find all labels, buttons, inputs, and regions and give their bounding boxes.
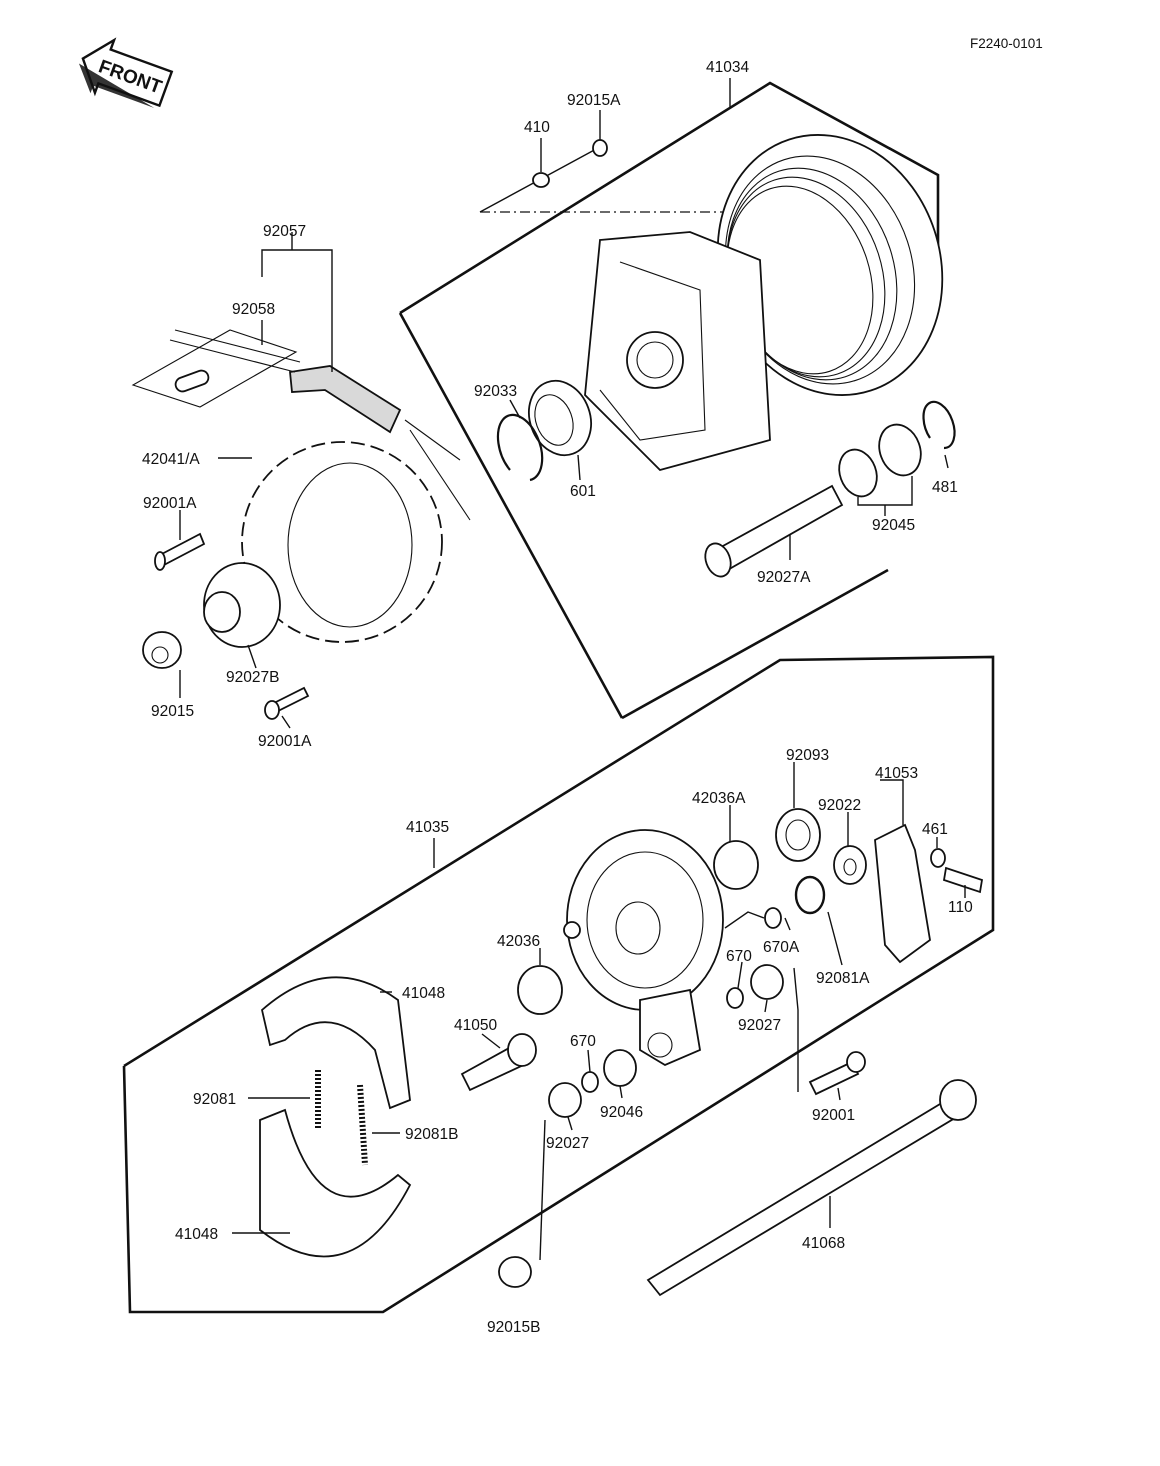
- label-110: 110: [948, 899, 973, 916]
- label-92081: 92081: [193, 1091, 236, 1108]
- brake-shoe-41048-bottom: [259, 1108, 412, 1258]
- label-41050: 41050: [454, 1017, 497, 1034]
- label-42036: 42036: [497, 933, 540, 950]
- label-92027B: 92027B: [226, 669, 279, 686]
- washer-461: [930, 848, 946, 868]
- washer-410: [532, 172, 550, 188]
- o-ring-670A: [764, 907, 782, 929]
- label-410: 410: [524, 119, 550, 136]
- label-670-right: 670: [726, 948, 752, 965]
- label-92015B: 92015B: [487, 1319, 540, 1336]
- spacer-92027A: [704, 484, 844, 578]
- collar-42036: [517, 965, 563, 1015]
- nut-92015: [142, 631, 182, 669]
- brake-shoe-41048-top: [261, 976, 411, 1110]
- label-41048-bottom: 41048: [175, 1226, 218, 1243]
- collar-92027B: [203, 562, 281, 648]
- circlip-481: [922, 400, 956, 450]
- nut-92015A: [592, 139, 608, 157]
- label-92046: 92046: [600, 1104, 643, 1121]
- axle-41068: [646, 1079, 977, 1297]
- label-92001A-top: 92001A: [143, 495, 197, 512]
- front-arrow: FRONT: [78, 37, 174, 108]
- label-92081B: 92081B: [405, 1126, 458, 1143]
- label-41034: 41034: [706, 59, 749, 76]
- label-92033: 92033: [474, 383, 517, 400]
- cam-lever-41053: [874, 823, 931, 964]
- bolt-92001A-bottom: [264, 686, 310, 720]
- bolt-92001A-top: [154, 532, 206, 571]
- label-41053: 41053: [875, 765, 918, 782]
- bolt-92001: [808, 1051, 866, 1096]
- label-92027A: 92027A: [757, 569, 811, 586]
- figure-code: F2240-0101: [970, 36, 1043, 51]
- collar-42036A: [713, 840, 759, 890]
- hub-bearing-601: [528, 379, 592, 457]
- label-481: 481: [932, 479, 958, 496]
- cam-shaft-41050: [460, 1033, 537, 1092]
- leader-lines: [179, 110, 966, 1261]
- o-ring-670-right: [726, 987, 744, 1009]
- label-92001A-bottom: 92001A: [258, 733, 312, 750]
- label-92022: 92022: [818, 797, 861, 814]
- label-92093: 92093: [786, 747, 829, 764]
- nut-92015B: [498, 1256, 532, 1288]
- label-92027-mid: 92027: [546, 1135, 589, 1152]
- label-92015: 92015: [151, 703, 194, 720]
- master-link-92058: [131, 329, 298, 408]
- bearings-92045: [838, 423, 922, 498]
- rear-hub: [584, 134, 944, 472]
- label-461: 461: [922, 821, 948, 838]
- seal-92093: [775, 808, 821, 862]
- label-42041A: 42041/A: [142, 451, 200, 468]
- label-92081A: 92081A: [816, 970, 870, 987]
- label-92058: 92058: [232, 301, 275, 318]
- bearing-92046: [603, 1049, 637, 1087]
- o-ring-670-mid: [581, 1071, 599, 1093]
- part-labels: 41034 92015A 410 92057 92058 92033 601 4…: [142, 59, 973, 1336]
- label-92027-right: 92027: [738, 1017, 781, 1034]
- brake-panel: [563, 829, 724, 1067]
- label-41068: 41068: [802, 1235, 845, 1252]
- label-41035: 41035: [406, 819, 449, 836]
- label-42036A: 42036A: [692, 790, 746, 807]
- drive-chain-92057: [169, 329, 471, 521]
- brake-assembly-frame: [122, 655, 995, 1314]
- collar-92027-mid: [548, 1082, 582, 1118]
- label-670A: 670A: [763, 939, 800, 956]
- spring-92081A: [794, 875, 826, 915]
- bolt-110: [942, 866, 984, 894]
- label-92057: 92057: [263, 223, 306, 240]
- washer-92022: [833, 845, 867, 885]
- sprocket-42041: [241, 441, 443, 643]
- label-92015A: 92015A: [567, 92, 621, 109]
- label-41048-top: 41048: [402, 985, 445, 1002]
- label-601: 601: [570, 483, 596, 500]
- collar-92027-right: [750, 964, 784, 1000]
- spring-92081B: [357, 1084, 368, 1166]
- label-92001: 92001: [812, 1107, 855, 1124]
- label-670-mid: 670: [570, 1033, 596, 1050]
- label-92045: 92045: [872, 517, 915, 534]
